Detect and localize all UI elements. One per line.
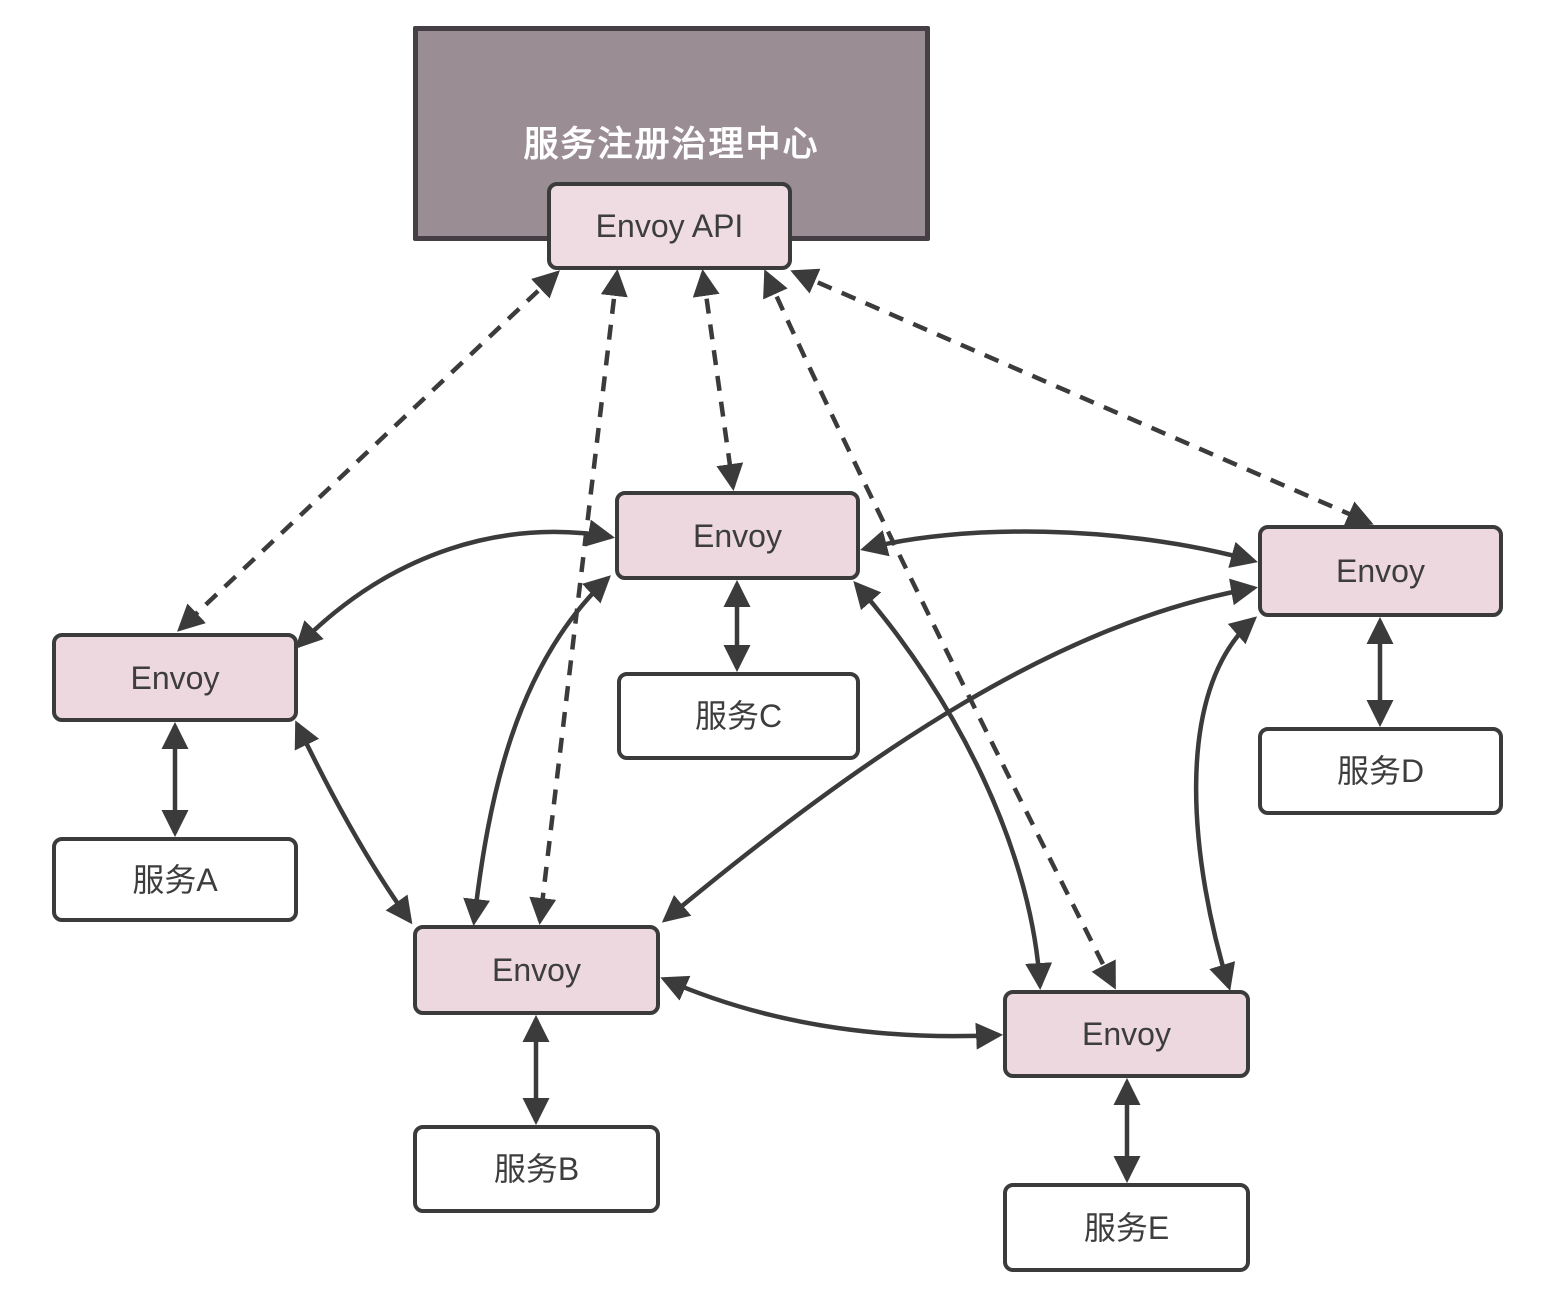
edge-api-envoy-b bbox=[529, 268, 628, 926]
registry-center-label: 服务注册治理中心 bbox=[523, 125, 820, 164]
edge-envoy-c-envoy-d bbox=[860, 529, 1258, 568]
envoy-c-box: Envoy bbox=[615, 491, 860, 580]
edge-envoy-b-envoy-c bbox=[463, 575, 611, 927]
envoy-d-label: Envoy bbox=[1336, 553, 1425, 589]
service-c-box: 服务C bbox=[617, 672, 860, 760]
envoy-api-box: Envoy API bbox=[547, 182, 792, 270]
envoy-c-label: Envoy bbox=[693, 517, 782, 554]
service-a-label: 服务A bbox=[132, 861, 218, 898]
service-b-box: 服务B bbox=[413, 1125, 660, 1213]
service-e-box: 服务E bbox=[1003, 1183, 1250, 1272]
service-d-box: 服务D bbox=[1258, 727, 1503, 815]
service-e-label: 服务E bbox=[1083, 1209, 1170, 1246]
edge-api-envoy-c bbox=[692, 268, 744, 492]
service-a-box: 服务A bbox=[52, 837, 298, 922]
edge-envoy-c-envoy-e bbox=[853, 580, 1053, 991]
envoy-a-label: Envoy bbox=[130, 659, 220, 696]
envoy-e-box: Envoy bbox=[1003, 990, 1250, 1078]
edge-api-envoy-d bbox=[790, 268, 1374, 527]
envoy-d-box: Envoy bbox=[1258, 525, 1503, 617]
envoy-a-box: Envoy bbox=[52, 633, 298, 722]
envoy-b-box: Envoy bbox=[413, 925, 660, 1015]
service-c-label: 服务C bbox=[694, 698, 783, 734]
edge-api-envoy-e bbox=[763, 269, 1117, 990]
service-d-label: 服务D bbox=[1336, 753, 1425, 789]
edge-envoy-a-envoy-c bbox=[295, 519, 615, 649]
edge-envoy-b-envoy-e bbox=[660, 975, 1004, 1050]
edge-api-envoy-a bbox=[177, 270, 560, 632]
service-b-label: 服务B bbox=[493, 1151, 580, 1187]
edge-envoy-a-envoy-b bbox=[294, 720, 413, 925]
envoy-b-label: Envoy bbox=[492, 952, 581, 988]
envoy-api-label: Envoy API bbox=[595, 208, 744, 244]
edge-envoy-e-envoy-d bbox=[1193, 616, 1258, 991]
envoy-e-label: Envoy bbox=[1082, 1016, 1171, 1052]
